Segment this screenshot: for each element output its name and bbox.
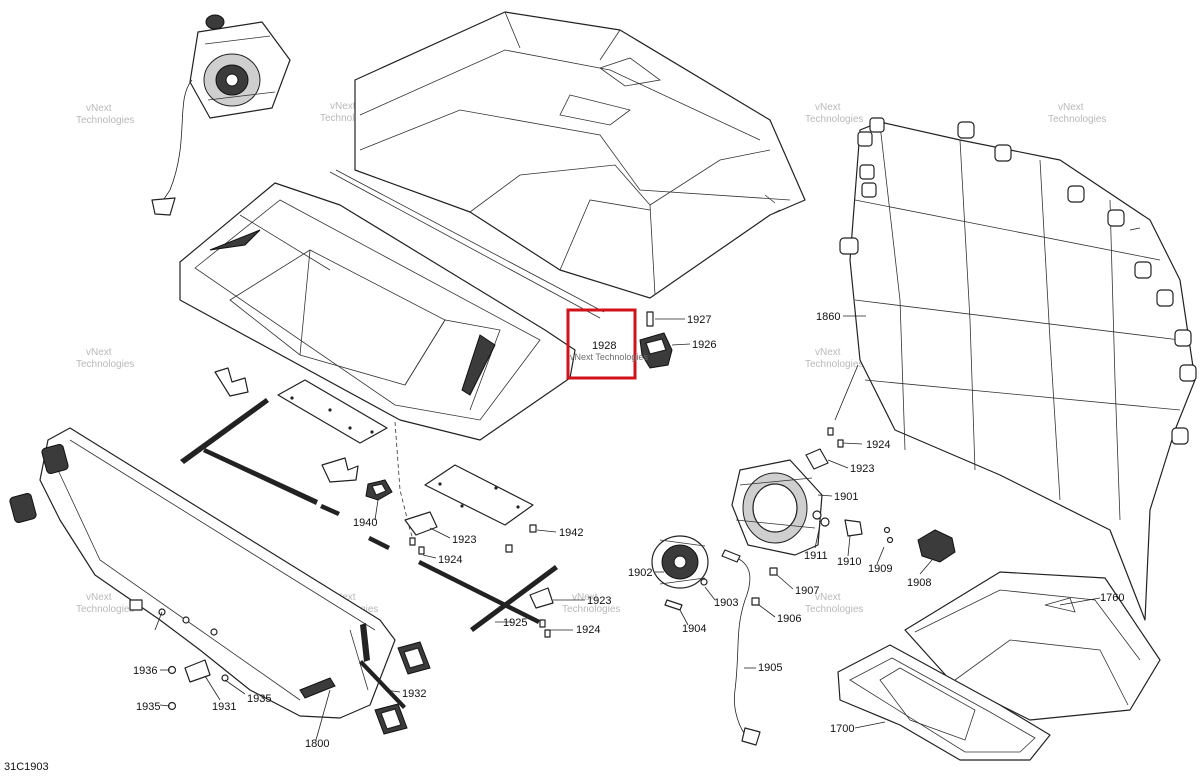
callout-1927: 1927 bbox=[687, 314, 711, 326]
callout-1860: 1860 bbox=[816, 311, 840, 323]
callout-1925: 1925 bbox=[503, 617, 527, 629]
screw-1927 bbox=[646, 311, 685, 327]
roof-panel bbox=[354, 11, 806, 299]
bracket-1923-low bbox=[529, 587, 585, 609]
svg-text:Technologies: Technologies bbox=[76, 115, 134, 126]
callout-1906: 1906 bbox=[777, 613, 801, 625]
svg-text:Technologies: Technologies bbox=[76, 604, 134, 615]
latch-1926 bbox=[639, 332, 691, 369]
svg-text:Technologies: Technologies bbox=[805, 604, 863, 615]
callout-1760: 1760 bbox=[1100, 592, 1124, 604]
leader-lines bbox=[159, 227, 1141, 707]
bracket-mid-left bbox=[321, 457, 359, 483]
screws-1924-mid bbox=[409, 537, 437, 559]
net-clips bbox=[839, 117, 1197, 445]
speaker-top-left bbox=[151, 14, 291, 216]
svg-text:Technologies: Technologies bbox=[320, 113, 378, 124]
callouts: 1927 1926 1928 vNext Technologies 1860 1… bbox=[4, 311, 1124, 773]
bracket-1923-mid bbox=[404, 511, 451, 539]
speaker-hardware bbox=[812, 510, 956, 575]
callout-1923-top: 1923 bbox=[850, 463, 874, 475]
callout-1926: 1926 bbox=[692, 339, 716, 351]
callout-1923-mid: 1923 bbox=[452, 534, 476, 546]
callout-1928: 1928 bbox=[592, 340, 616, 352]
callout-1936: 1936 bbox=[133, 665, 157, 677]
pads-1932 bbox=[359, 641, 431, 735]
svg-text:vNext: vNext bbox=[815, 592, 841, 603]
watermark-1928: vNext Technologies bbox=[570, 352, 648, 362]
svg-text:vNext: vNext bbox=[572, 592, 598, 603]
cover-plate-right bbox=[424, 464, 534, 526]
panel-1760 bbox=[904, 571, 1161, 721]
callout-1935-left: 1935 bbox=[136, 701, 160, 713]
callout-1924-low: 1924 bbox=[576, 624, 600, 636]
callout-1931: 1931 bbox=[212, 701, 236, 713]
wiring-1905 bbox=[721, 549, 794, 746]
svg-text:Technologies: Technologies bbox=[1048, 114, 1106, 125]
callout-1800: 1800 bbox=[305, 738, 329, 750]
callout-1904: 1904 bbox=[682, 623, 706, 635]
callout-1700: 1700 bbox=[830, 723, 854, 735]
diagram-code: 31C1903 bbox=[4, 761, 49, 773]
svg-text:Technologies: Technologies bbox=[805, 359, 863, 370]
rear-net-panel bbox=[834, 117, 1197, 621]
callout-1908: 1908 bbox=[907, 577, 931, 589]
svg-text:vNext: vNext bbox=[86, 592, 112, 603]
callout-1911: 1911 bbox=[804, 550, 828, 562]
callout-1924-top: 1924 bbox=[866, 439, 890, 451]
strip-1925 bbox=[180, 398, 558, 632]
screws-1942 bbox=[505, 524, 557, 553]
svg-text:vNext: vNext bbox=[86, 103, 112, 114]
svg-text:Technologies: Technologies bbox=[805, 114, 863, 125]
svg-text:Technologies: Technologies bbox=[562, 604, 620, 615]
cover-plate-left bbox=[277, 379, 388, 444]
svg-text:vNext: vNext bbox=[330, 101, 356, 112]
weatherstrip bbox=[329, 171, 601, 319]
callout-1901: 1901 bbox=[834, 491, 858, 503]
svg-text:vNext: vNext bbox=[86, 347, 112, 358]
callout-1909: 1909 bbox=[868, 563, 892, 575]
svg-text:vNext: vNext bbox=[815, 102, 841, 113]
bracket-upper-left bbox=[214, 367, 249, 397]
door-panel bbox=[9, 427, 396, 741]
weatherstrip-inner bbox=[335, 169, 605, 313]
door-hardware bbox=[129, 599, 246, 711]
callout-1923-low: 1923 bbox=[587, 595, 611, 607]
bracket-1923-top bbox=[805, 427, 863, 470]
callout-1905: 1905 bbox=[758, 662, 782, 674]
callout-1940: 1940 bbox=[353, 517, 377, 529]
latch-1940 bbox=[365, 479, 393, 501]
highlight-box bbox=[566, 308, 637, 380]
panel-1700 bbox=[837, 644, 1051, 761]
screws-1924-low bbox=[539, 619, 573, 638]
callout-1902: 1902 bbox=[628, 567, 652, 579]
speaker-1901 bbox=[731, 459, 833, 556]
storage-tray bbox=[179, 182, 576, 441]
callout-1932: 1932 bbox=[402, 688, 426, 700]
callout-1935-right: 1935 bbox=[247, 693, 271, 705]
callout-1942: 1942 bbox=[559, 527, 583, 539]
svg-text:vNext: vNext bbox=[1058, 102, 1084, 113]
callout-1910: 1910 bbox=[837, 556, 861, 568]
callout-1907: 1907 bbox=[795, 585, 819, 597]
callout-1903: 1903 bbox=[714, 597, 738, 609]
svg-text:vNext: vNext bbox=[815, 347, 841, 358]
speaker-1902 bbox=[651, 535, 716, 626]
callout-1924-mid: 1924 bbox=[438, 554, 462, 566]
svg-text:Technologies: Technologies bbox=[76, 359, 134, 370]
